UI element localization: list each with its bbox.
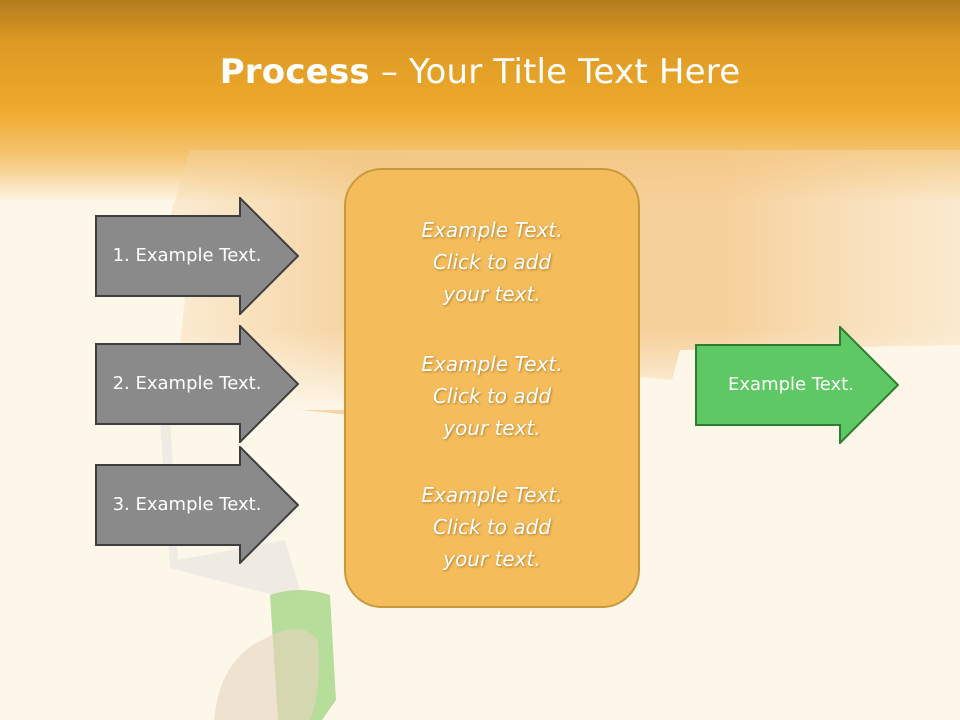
center-text-1[interactable]: Example Text. Click to add your text. bbox=[421, 218, 563, 306]
arrow-shape-icon bbox=[95, 325, 299, 443]
arrow-shape-icon bbox=[95, 197, 299, 315]
left-arrow-3-label: 3. Example Text. bbox=[112, 494, 262, 515]
left-arrow-1-label: 1. Example Text. bbox=[112, 245, 262, 266]
output-arrow-label: Example Text. bbox=[728, 374, 854, 395]
arrow-shape-icon bbox=[95, 446, 299, 564]
left-arrow-3[interactable]: 3. Example Text. bbox=[95, 446, 299, 564]
center-text-2[interactable]: Example Text. Click to add your text. bbox=[421, 352, 563, 440]
arrow-shape-icon bbox=[695, 326, 899, 444]
title-rest: – Your Title Text Here bbox=[369, 52, 741, 92]
center-text-box[interactable]: Example Text. Click to add your text. Ex… bbox=[344, 168, 640, 608]
title-bold: Process bbox=[219, 52, 370, 92]
output-arrow[interactable]: Example Text. bbox=[695, 326, 899, 444]
left-arrow-2[interactable]: 2. Example Text. bbox=[95, 325, 299, 443]
slide-title: Process – Your Title Text Here bbox=[0, 52, 960, 92]
center-text-3[interactable]: Example Text. Click to add your text. bbox=[421, 483, 563, 571]
left-arrow-1[interactable]: 1. Example Text. bbox=[95, 197, 299, 315]
left-arrow-2-label: 2. Example Text. bbox=[112, 373, 262, 394]
